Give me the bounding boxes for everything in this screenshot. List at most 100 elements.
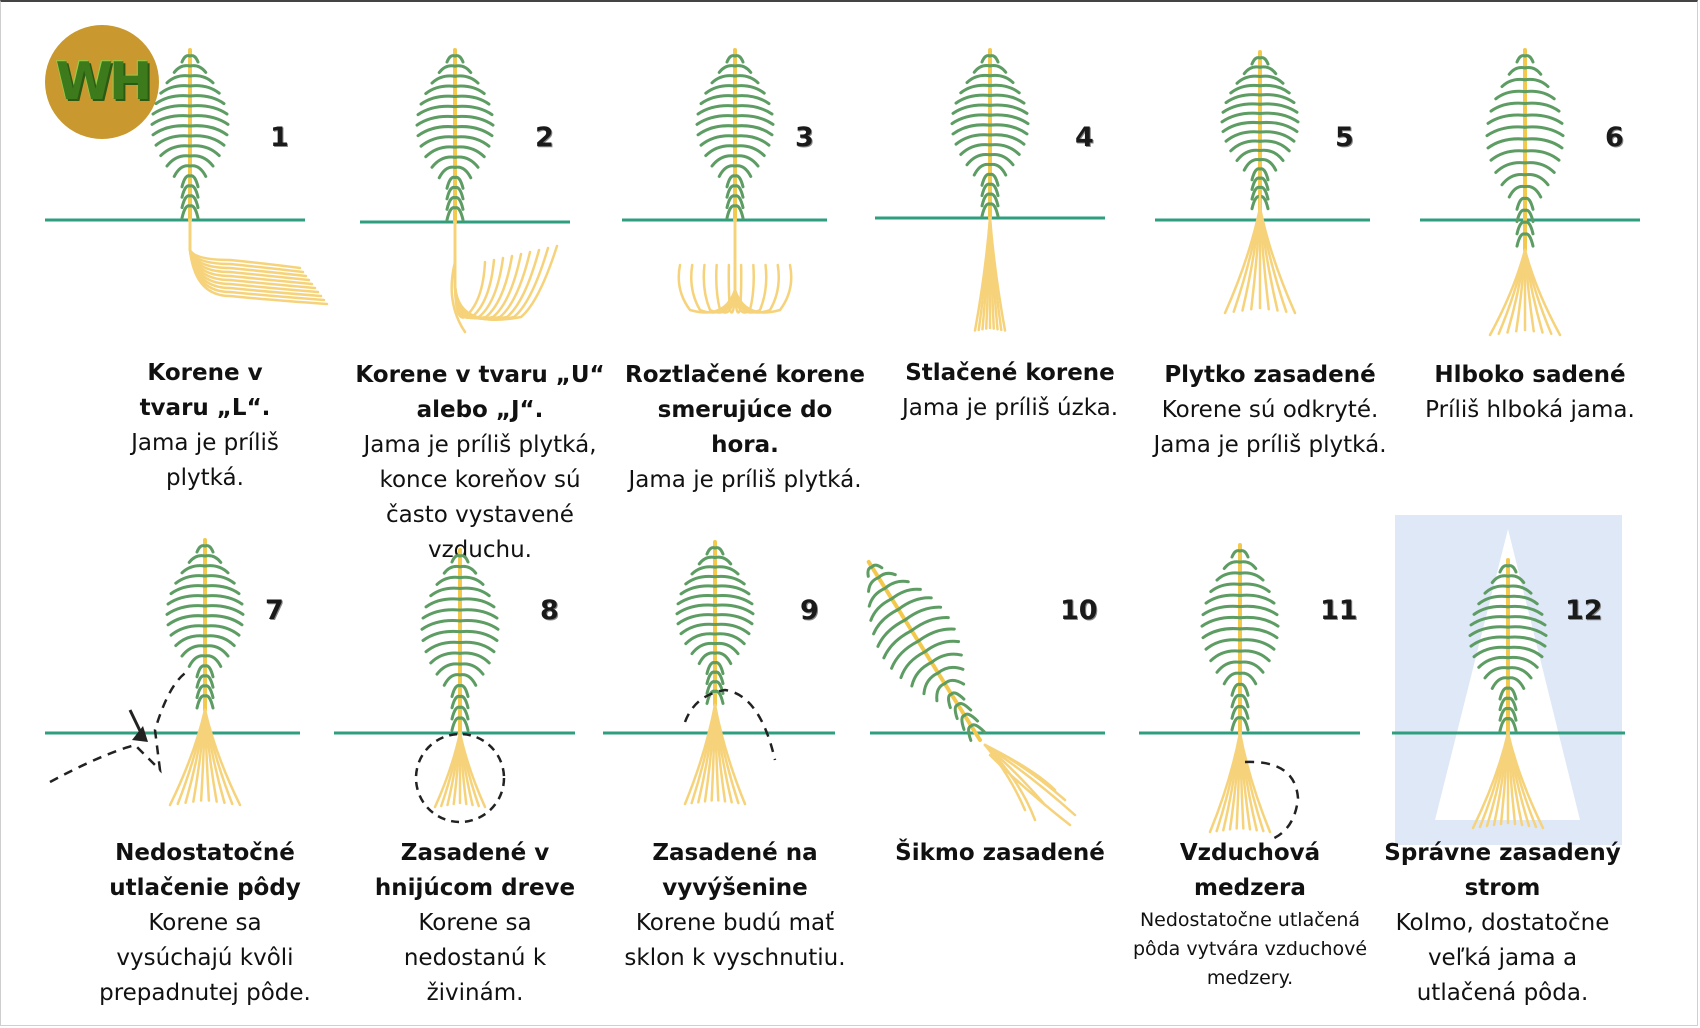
needle-frond [1258, 120, 1299, 134]
needle-frond [903, 605, 943, 622]
needle-frond [733, 154, 760, 168]
needle-frond [713, 632, 746, 646]
needle-frond [1215, 571, 1242, 582]
needle-frond [733, 134, 771, 147]
needle-frond [1523, 208, 1535, 224]
needle-frond [1238, 549, 1250, 559]
needle-frond [1506, 666, 1533, 680]
needle-frond [203, 664, 215, 679]
needle-frond [916, 627, 956, 643]
needle-frond [710, 74, 737, 85]
needle-frond [165, 74, 192, 85]
needle-frond [203, 624, 241, 637]
needle-frond [1468, 625, 1510, 638]
panel-number: 11 [1320, 595, 1358, 626]
needle-frond [1486, 137, 1527, 150]
needle-frond [165, 154, 192, 168]
needle-frond [733, 174, 745, 189]
needle-frond [458, 554, 470, 564]
needle-frond [1238, 582, 1271, 594]
needle-frond [713, 613, 754, 626]
needle-frond [1506, 717, 1518, 733]
needle-frond [174, 634, 207, 648]
needle-frond [453, 206, 465, 222]
caption-4: Stlačené korene Jama je príliš úzka. [890, 356, 1130, 426]
caption-title: Korene v tvaru „U“ alebo „J“. [355, 362, 605, 423]
needle-frond [1523, 66, 1543, 76]
needle-frond [1483, 666, 1510, 680]
root-strand [983, 743, 1077, 817]
roots [683, 703, 747, 806]
needle-frond [453, 94, 491, 106]
needle-frond [713, 574, 746, 586]
needle-frond [1506, 574, 1526, 585]
seedling [950, 48, 1030, 220]
needle-frond [1242, 65, 1262, 76]
needle-frond [949, 691, 966, 701]
needle-frond [1523, 89, 1556, 101]
needle-frond [1523, 54, 1535, 64]
needle-frond [717, 64, 737, 74]
needle-frond [675, 603, 717, 616]
needle-frond [453, 196, 465, 211]
needle-frond [699, 134, 737, 147]
panel-number: 8 [540, 595, 559, 626]
needle-frond [988, 143, 1021, 156]
caption-desc: Kolmo, dostatočne veľká jama a utlačená … [1395, 910, 1610, 1006]
needle-frond [453, 145, 486, 159]
needle-frond [870, 563, 884, 570]
needle-frond [1507, 184, 1527, 199]
needle-frond [1238, 660, 1265, 674]
needle-frond [424, 145, 457, 159]
needle-frond [187, 554, 207, 564]
needle-frond [867, 586, 887, 608]
needle-frond [1258, 148, 1285, 162]
roots [168, 708, 242, 807]
roots [973, 216, 1007, 332]
seedling [165, 538, 245, 712]
needle-frond [1500, 77, 1527, 89]
needle-frond [1507, 66, 1527, 76]
needle-frond [458, 651, 491, 665]
needle-frond [188, 114, 230, 126]
needle-frond [1494, 161, 1527, 174]
needle-frond [1258, 157, 1278, 172]
needle-frond [1523, 184, 1543, 199]
needle-frond [713, 555, 733, 566]
caption-2: Korene v tvaru „U“ alebo „J“. Jama je pr… [355, 358, 605, 568]
needle-frond [988, 152, 1015, 167]
needle-frond [959, 143, 992, 156]
needle-frond [169, 624, 207, 637]
tree-illustration-10 [866, 559, 1105, 827]
needle-frond [430, 74, 457, 85]
needle-frond [972, 162, 992, 177]
tree-illustration-12 [1392, 515, 1625, 845]
needle-frond [733, 164, 753, 178]
needle-frond [1469, 615, 1510, 627]
needle-frond [421, 608, 462, 620]
seedling [150, 48, 230, 222]
needle-frond [1224, 130, 1262, 143]
needle-frond [453, 155, 480, 169]
needle-frond [1472, 604, 1510, 616]
needle-frond [1523, 161, 1556, 174]
needle-frond [1523, 172, 1550, 187]
needle-frond [1201, 627, 1242, 640]
needle-frond [988, 73, 1015, 85]
needle-frond [988, 182, 1000, 198]
needle-frond [1204, 593, 1242, 605]
needle-frond [1215, 660, 1242, 674]
root-strand [188, 218, 329, 306]
root-strand [458, 731, 487, 809]
panel-number: 2 [535, 122, 554, 153]
needle-frond [1523, 101, 1561, 113]
needle-frond [1523, 125, 1565, 138]
panel-9: 9 Zasadené na vyvýšenine Korene budú mať… [600, 530, 870, 1010]
tree-illustration-7 [45, 538, 300, 807]
needle-frond [684, 632, 717, 646]
needle-frond [1258, 56, 1270, 66]
needle-frond [1506, 655, 1539, 669]
caption-title: Šikmo zasadené [895, 840, 1105, 866]
needle-frond [453, 114, 495, 127]
caption-desc: Jama je príliš plytká, konce koreňov sú … [363, 432, 597, 563]
